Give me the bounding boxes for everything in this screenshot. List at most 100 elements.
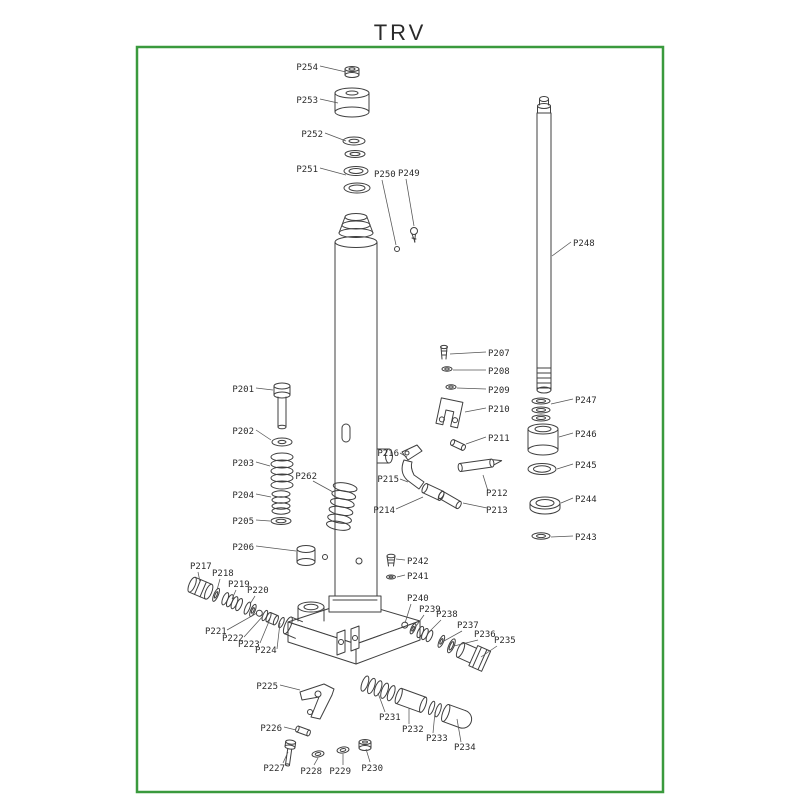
part-label-P237: P237: [457, 621, 479, 631]
part-label-P215: P215: [377, 475, 399, 485]
leader-line-P249: [405, 178, 415, 227]
diagram-title: TRV: [374, 20, 427, 45]
leader-line-P218: [216, 578, 221, 591]
leader-line-P240: [404, 603, 412, 624]
part-washer7-icon: [311, 750, 325, 758]
part-label-P218: P218: [212, 569, 234, 579]
part-valve-body-icon: [296, 545, 328, 566]
part-sleeve-icon: [421, 483, 445, 501]
part-seal-icon: [527, 463, 557, 475]
leader-line-P245: [556, 463, 574, 470]
part-spring-icon: [270, 452, 294, 490]
part-ring-stack-icon: [531, 397, 551, 422]
leader-line-P238: [426, 619, 442, 635]
pump-piston-row: [360, 675, 473, 729]
part-label-P234: P234: [454, 743, 476, 753]
leader-line-P212: [482, 474, 489, 492]
leader-line-P246: [558, 432, 574, 438]
leader-line-P201: [255, 387, 274, 391]
part-label-P248: P248: [573, 239, 595, 249]
part-label-P221: P221: [205, 627, 227, 637]
leader-line-P206: [255, 545, 297, 552]
part-label-P213: P213: [486, 506, 508, 516]
leader-line-P219: [231, 589, 237, 600]
part-washer4-icon: [445, 384, 457, 390]
leader-line-P226: [283, 726, 297, 731]
part-label-P224: P224: [255, 646, 277, 656]
leader-line-P213: [462, 502, 488, 509]
part-nut2-icon: [358, 739, 372, 751]
part-label-P238: P238: [436, 610, 458, 620]
part-pin3-icon: [295, 725, 311, 737]
part-label-P214: P214: [373, 506, 395, 516]
inlet-valve-cluster: [187, 576, 303, 639]
part-label-P225: P225: [256, 682, 278, 692]
part-label-P231: P231: [379, 713, 401, 723]
part-label-P241: P241: [407, 572, 429, 582]
part-label-P219: P219: [228, 580, 250, 590]
part-label-P204: P204: [232, 491, 254, 501]
part-label-P262: P262: [295, 472, 317, 482]
part-label-P246: P246: [575, 430, 597, 440]
part-screw3-icon: [386, 553, 396, 567]
leader-line-P205: [255, 519, 271, 522]
part-washer5-icon: [531, 532, 551, 540]
part-label-P216: P216: [377, 449, 399, 459]
part-label-P230: P230: [361, 764, 383, 774]
part-label-P242: P242: [407, 557, 429, 567]
leader-line-P248: [551, 241, 572, 257]
part-label-P240: P240: [407, 594, 429, 604]
part-screw2-icon: [440, 344, 448, 360]
frame-border: [135, 45, 665, 794]
part-washer3-icon: [441, 366, 453, 372]
leader-line-P214: [395, 496, 424, 510]
leader-line-P243: [550, 535, 574, 538]
part-label-P251: P251: [296, 165, 318, 175]
part-cap-icon: [334, 87, 370, 118]
leader-line-P247: [550, 398, 574, 405]
part-label-P228: P228: [300, 767, 322, 777]
leader-line-P222: [243, 615, 264, 638]
part-label-P227: P227: [263, 764, 285, 774]
leader-line-P203: [255, 461, 271, 467]
part-label-P212: P212: [486, 489, 508, 499]
leader-line-P252: [324, 132, 347, 142]
part-pin-icon: [449, 439, 467, 451]
leader-line-P210: [464, 407, 487, 413]
part-label-P253: P253: [296, 96, 318, 106]
part-spring-small-icon: [271, 490, 291, 515]
part-washer-pair-icon: [342, 136, 366, 158]
part-washer6-icon: [386, 574, 396, 580]
part-washer8-icon: [336, 746, 350, 754]
base-block: [287, 595, 421, 665]
part-yoke-icon: [435, 397, 464, 429]
overload-valve-row: [401, 621, 492, 672]
part-lever-icon: [401, 459, 425, 490]
part-washer2-icon: [270, 517, 292, 525]
leader-line-P253: [319, 98, 339, 104]
part-label-P226: P226: [260, 724, 282, 734]
part-label-P223: P223: [238, 640, 260, 650]
leader-line-P233: [432, 711, 436, 734]
part-ring-pair-icon: [343, 166, 371, 194]
part-nut-icon: [344, 66, 360, 78]
part-label-P201: P201: [232, 385, 254, 395]
main-cylinder: [334, 213, 393, 609]
part-label-P220: P220: [247, 586, 269, 596]
part-bolt-icon: [273, 382, 291, 430]
part-label-P232: P232: [402, 725, 424, 735]
part-label-P206: P206: [232, 543, 254, 553]
leader-line-P239: [413, 614, 425, 630]
part-label-P205: P205: [232, 517, 254, 527]
leader-line-P230: [365, 748, 371, 763]
leader-line-P250: [381, 179, 397, 246]
part-label-P245: P245: [575, 461, 597, 471]
part-label-P233: P233: [426, 734, 448, 744]
leader-line-P244: [560, 497, 574, 504]
part-label-P239: P239: [419, 605, 441, 615]
leader-line-P242: [395, 558, 406, 561]
leader-line-P204: [255, 493, 272, 498]
